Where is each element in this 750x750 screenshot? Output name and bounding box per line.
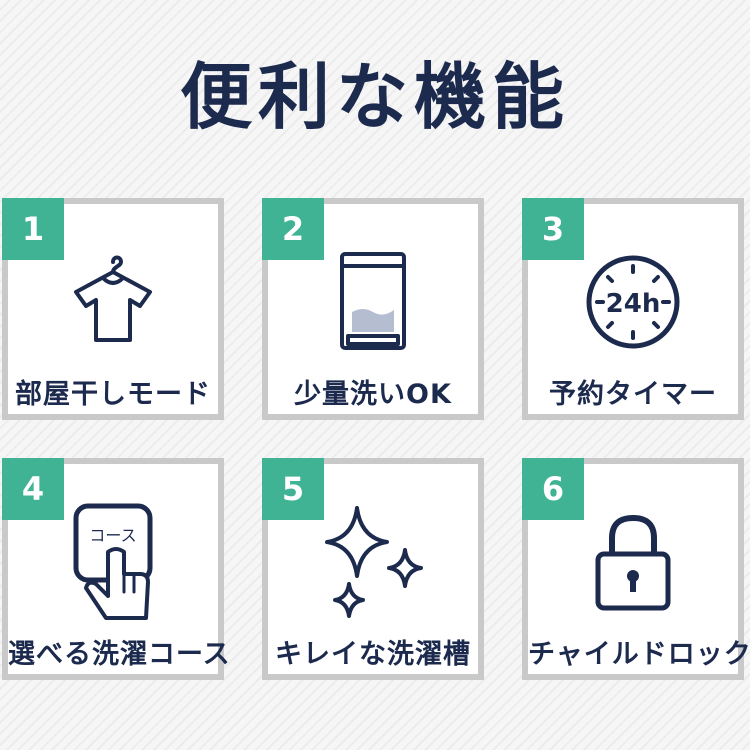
feature-card-3: 3 24h 予約タイマー <box>522 198 744 420</box>
feature-number-badge: 5 <box>262 458 324 520</box>
washing-tub-icon <box>340 252 406 350</box>
timer-text: 24h <box>606 289 661 319</box>
feature-label: 選べる洗濯コース <box>8 639 231 670</box>
course-select-icon: コース <box>73 503 153 620</box>
lock-icon <box>595 514 671 611</box>
feature-card-2: 2 少量洗いOK <box>262 198 484 420</box>
feature-number-badge: 4 <box>2 458 64 520</box>
feature-card-5: 5 キレイな洗濯槽 <box>262 458 484 680</box>
feature-card-4: 4 コース 選べる洗濯コース <box>2 458 231 680</box>
feature-label: キレイな洗濯槽 <box>275 639 471 670</box>
feature-label: チャイルドロック <box>528 639 750 670</box>
page-title: 便利な機能 <box>179 55 570 139</box>
feature-label: 少量洗いOK <box>294 379 452 410</box>
feature-label: 予約タイマー <box>549 379 717 410</box>
shirt-hanger-icon <box>74 255 152 342</box>
feature-label: 部屋干しモード <box>15 379 211 410</box>
course-text: コース <box>89 526 136 545</box>
feature-number-badge: 3 <box>522 198 584 260</box>
feature-number-badge: 6 <box>522 458 584 520</box>
feature-number-badge: 2 <box>262 198 324 260</box>
timer-24h-icon: 24h <box>586 255 680 349</box>
feature-card-6: 6 チャイルドロック <box>522 458 750 680</box>
feature-number-badge: 1 <box>2 198 64 260</box>
sparkle-icon <box>325 506 423 618</box>
feature-card-1: 1 部屋干しモード <box>2 198 224 420</box>
